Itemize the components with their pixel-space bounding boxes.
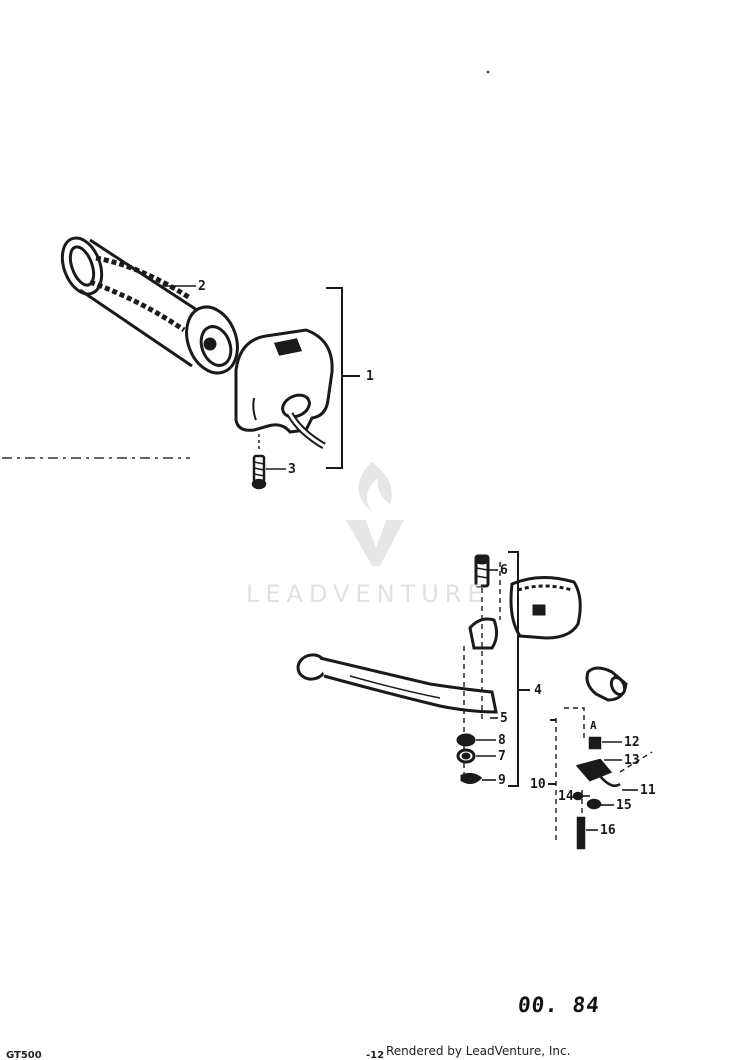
model-code: GT500 [6,1050,42,1060]
stray-dot [486,70,490,74]
callout-1: 1 [366,369,374,384]
clutch-lever-assembly [296,554,628,785]
callout-11: 11 [640,783,656,798]
assembly-brackets-lower [508,551,556,787]
watermark-text: LEADVENTURE [246,580,489,608]
leadventure-watermark-logo [346,462,404,566]
callout-3: 3 [288,462,296,477]
callout-2: 2 [198,279,206,294]
reference-mark-a: A [590,719,597,732]
callout-8: 8 [498,733,506,748]
callout-4: 4 [534,683,542,698]
callout-7: 7 [498,749,506,764]
small-parts-right [572,736,621,850]
callout-13: 13 [624,753,640,768]
leader-lines-lower [476,569,638,831]
callout-5: 5 [500,711,508,726]
callout-15: 15 [616,798,632,813]
callout-9: 9 [498,773,506,788]
render-credit: Rendered by LeadVenture, Inc. [386,1044,571,1058]
figure-number: -12 [366,1050,385,1060]
callout-14: 14 [558,789,574,804]
callout-16: 16 [600,823,616,838]
callout-6: 6 [500,563,508,578]
page-code: 00. 84 [516,993,602,1017]
switch-housing [234,328,334,450]
callout-10: 10 [530,777,546,792]
handlebar-grip [60,236,239,375]
callout-12: 12 [624,735,640,750]
bracket-part-1 [326,287,360,469]
leader-lines-upper [162,285,286,470]
screw-part-3 [251,434,267,490]
